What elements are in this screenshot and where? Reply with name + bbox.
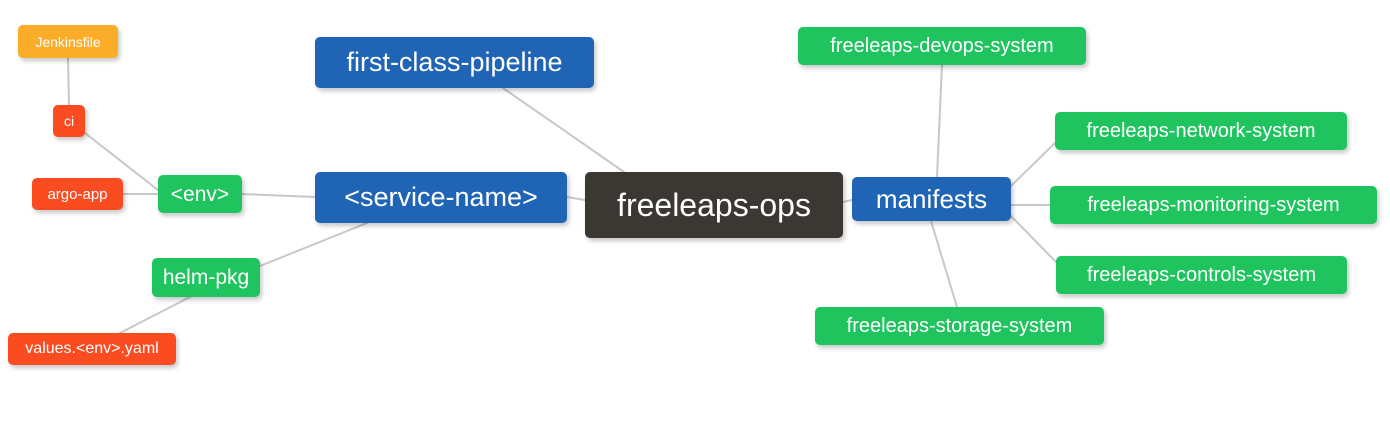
- edge-first-class-pipeline-to-freeleaps-ops: [502, 87, 625, 173]
- node-freeleaps-storage-system[interactable]: freeleaps-storage-system: [815, 307, 1104, 345]
- node-env[interactable]: <env>: [158, 175, 242, 213]
- node-helm-pkg[interactable]: helm-pkg: [152, 258, 260, 297]
- node-argo-app[interactable]: argo-app: [32, 178, 123, 210]
- edge-env-to-service-name: [241, 193, 316, 198]
- edge-manifests-to-freeleaps-storage-system: [930, 220, 958, 308]
- edge-manifests-to-freeleaps-devops-system: [936, 64, 943, 178]
- edge-freeleaps-ops-to-manifests: [842, 199, 853, 203]
- node-values-yaml[interactable]: values.<env>.yaml: [8, 333, 176, 365]
- node-freeleaps-controls-system[interactable]: freeleaps-controls-system: [1056, 256, 1347, 294]
- node-jenkinsfile[interactable]: Jenkinsfile: [18, 25, 118, 58]
- node-freeleaps-devops-system[interactable]: freeleaps-devops-system: [798, 27, 1086, 65]
- node-freeleaps-ops[interactable]: freeleaps-ops: [585, 172, 843, 238]
- edge-ci-to-env: [84, 132, 159, 191]
- node-manifests[interactable]: manifests: [852, 177, 1011, 221]
- node-service-name[interactable]: <service-name>: [315, 172, 567, 223]
- node-freeleaps-network-system[interactable]: freeleaps-network-system: [1055, 112, 1347, 150]
- edge-service-name-to-helm-pkg: [259, 222, 368, 267]
- node-first-class-pipeline[interactable]: first-class-pipeline: [315, 37, 594, 88]
- edge-service-name-to-freeleaps-ops: [566, 196, 586, 201]
- edge-manifests-to-freeleaps-network-system: [1010, 142, 1056, 187]
- node-ci[interactable]: ci: [53, 105, 85, 137]
- edge-jenkinsfile-to-ci: [67, 57, 70, 106]
- edge-manifests-to-freeleaps-controls-system: [1010, 215, 1057, 263]
- edge-helm-pkg-to-values-yaml: [119, 296, 191, 334]
- node-freeleaps-monitoring-system[interactable]: freeleaps-monitoring-system: [1050, 186, 1377, 224]
